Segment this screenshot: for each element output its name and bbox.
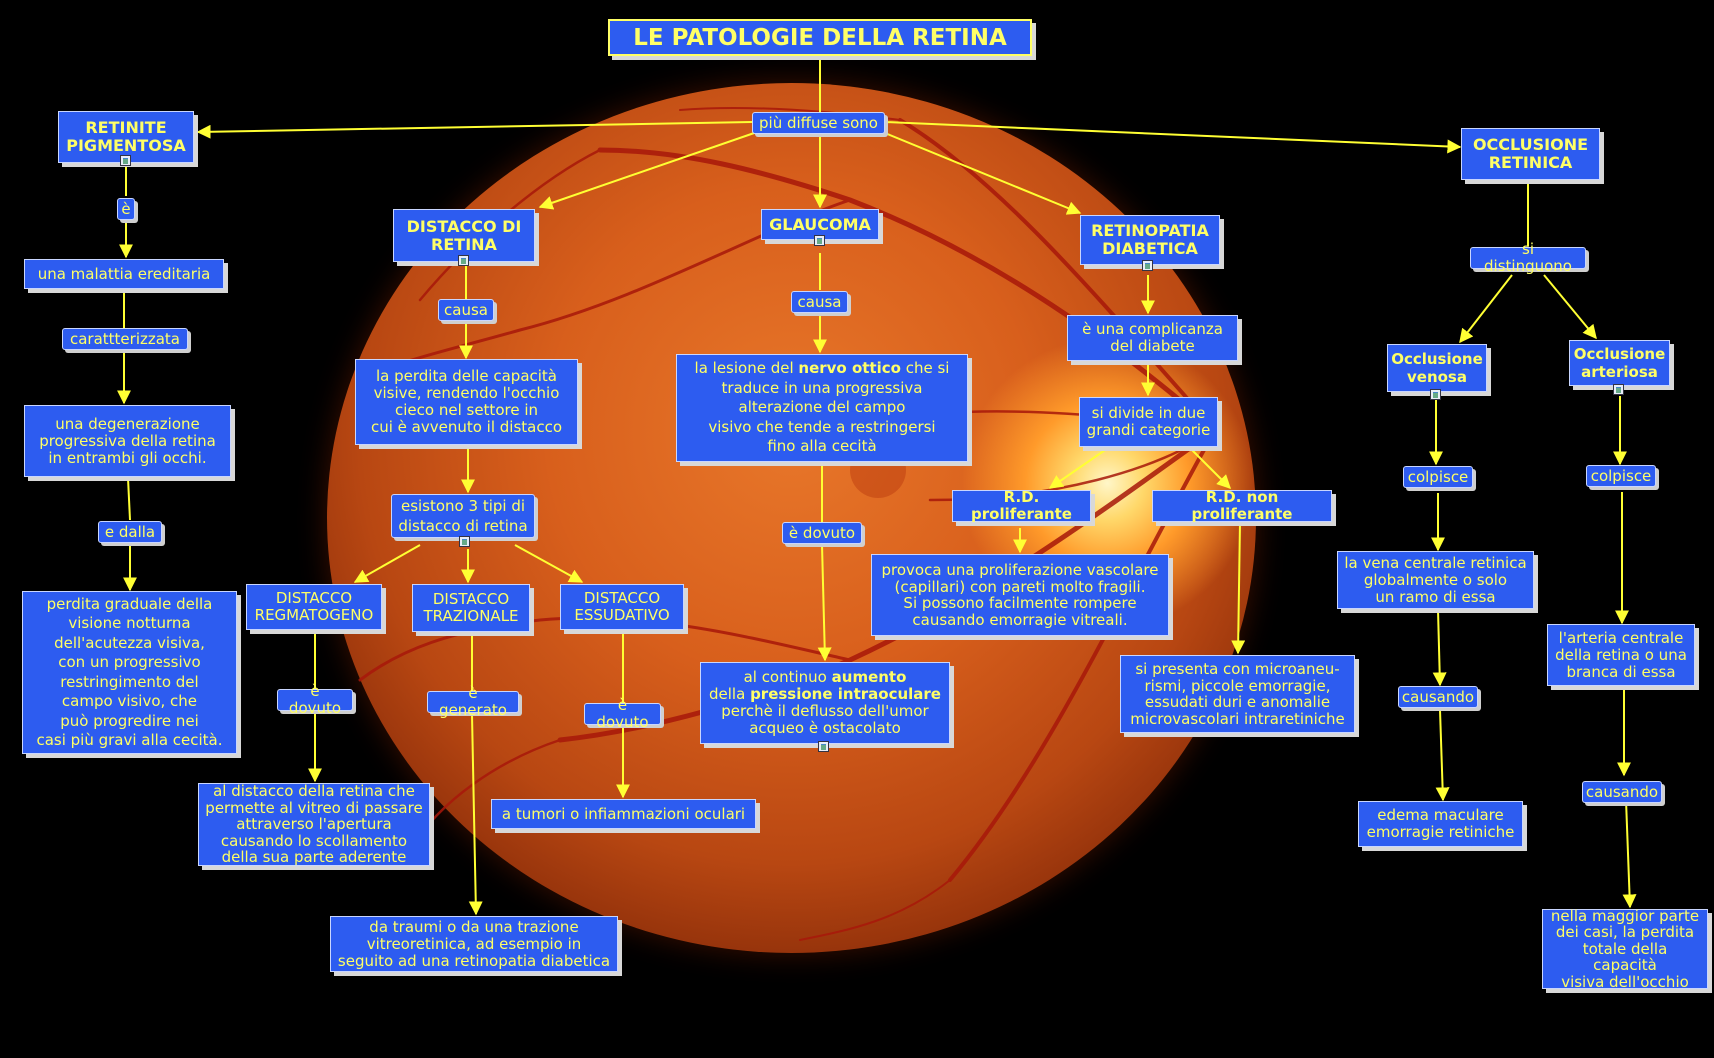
link-caratterizzata: carattterizzata [62,328,188,350]
link-esistono-tre-tipi: esistono 3 tipi di distacco di retina [391,494,535,538]
link-causa-distacco: causa [438,299,494,321]
text-nervo-ottico: nervo ottico [798,359,901,377]
node-arteria-centrale[interactable]: l'arteria centrale della retina o una br… [1547,624,1695,686]
node-retinopatia-diabetica[interactable]: RETINOPATIA DIABETICA [1080,215,1220,265]
image-attachment-icon[interactable] [1142,260,1153,271]
node-microaneurismi[interactable]: si presenta con microaneu- rismi, piccol… [1120,655,1355,733]
page-title: LE PATOLOGIE DELLA RETINA [608,19,1032,56]
image-attachment-icon[interactable] [1430,389,1441,400]
node-occlusione-venosa[interactable]: Occlusione venosa [1387,344,1487,392]
image-attachment-icon[interactable] [120,155,131,166]
link-colpisce-arteriosa: colpisce [1586,465,1656,487]
node-traumi[interactable]: da traumi o da una trazione vitreoretini… [330,916,618,972]
node-proliferazione-vascolare[interactable]: provoca una proliferazione vascolare (ca… [871,554,1169,636]
image-attachment-icon[interactable] [458,255,469,266]
link-e-dovuto-regmatogeno: è dovuto [277,689,353,711]
image-attachment-icon[interactable] [814,235,825,246]
link-causando-venosa: causando [1398,686,1478,708]
node-lesione-nervo-ottico[interactable]: la lesione del nervo ottico che si tradu… [676,354,968,462]
image-attachment-icon[interactable] [1613,384,1624,395]
node-vena-centrale[interactable]: la vena centrale retinica globalmente o … [1337,551,1534,609]
image-attachment-icon[interactable] [459,536,470,547]
link-causando-arteriosa: causando [1582,781,1662,803]
node-perdita-graduale[interactable]: perdita graduale della visione notturna … [22,591,237,754]
link-e-dovuto-essudativo: è dovuto [584,703,661,725]
node-pressione-intraoculare[interactable]: al continuo aumento della pressione intr… [700,662,950,744]
node-malattia-ereditaria[interactable]: una malattia ereditaria [24,259,224,289]
link-e-dalla: e dalla [98,521,162,543]
link-causa-glaucoma: causa [791,291,848,313]
link-e-dovuto-glaucoma: è dovuto [782,522,862,544]
link-piu-diffuse: più diffuse sono [752,112,885,134]
link-e-generato: è generato [427,691,519,713]
node-distacco-essudativo[interactable]: DISTACCO ESSUDATIVO [560,584,684,630]
node-tumori-infiammazioni[interactable]: a tumori o infiammazioni oculari [491,799,756,829]
node-rd-proliferante[interactable]: R.D. proliferante [952,490,1091,522]
node-perdita-totale[interactable]: nella maggior parte dei casi, la perdita… [1542,909,1708,989]
node-distacco-regmatogeno[interactable]: DISTACCO REGMATOGENO [246,584,382,630]
node-edema-maculare[interactable]: edema maculare emorragie retiniche [1358,801,1523,847]
node-distacco-vitreo[interactable]: al distacco della retina che permette al… [198,783,430,866]
link-e: è [117,198,135,220]
link-si-distinguono: si distinguono [1470,247,1586,269]
document-attachment-icon[interactable] [818,741,829,752]
node-occlusione-retinica[interactable]: OCCLUSIONE RETINICA [1461,128,1600,180]
node-rd-non-proliferante[interactable]: R.D. non proliferante [1152,490,1332,522]
node-degenerazione[interactable]: una degenerazione progressiva della reti… [24,405,231,477]
node-distacco-trazionale[interactable]: DISTACCO TRAZIONALE [412,584,530,632]
link-colpisce-venosa: colpisce [1403,466,1473,488]
node-occlusione-arteriosa[interactable]: Occlusione arteriosa [1569,340,1670,386]
node-complicanza-diabete[interactable]: è una complicanza del diabete [1067,315,1238,361]
node-divide-categorie[interactable]: si divide in due grandi categorie [1079,397,1218,447]
node-perdita-capacita[interactable]: la perdita delle capacità visive, renden… [355,359,578,445]
